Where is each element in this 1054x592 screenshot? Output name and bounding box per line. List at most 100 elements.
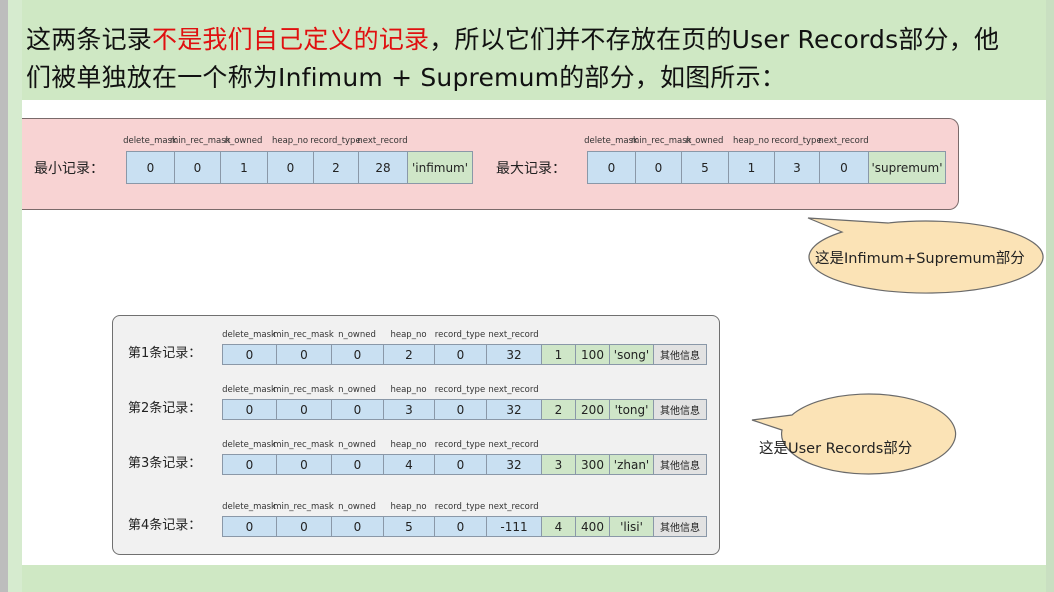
- record-3-cell-record_type: 0: [434, 454, 487, 475]
- record-2-cell-min_rec_mask: 0: [276, 399, 332, 420]
- infimum-header-min_rec_mask: min_rec_mask: [170, 136, 231, 146]
- left-margin: [8, 0, 22, 592]
- record-1-header-record_type: record_type: [434, 330, 486, 340]
- supremum-name-cell: 'supremum': [868, 151, 946, 184]
- record-4-label: 第4条记录：: [128, 518, 202, 533]
- record-3-header-record_type: record_type: [434, 440, 486, 450]
- record-2-cell-record_type: 0: [434, 399, 487, 420]
- record-1-data-0: 1: [541, 344, 576, 365]
- record-3-header-n_owned: n_owned: [338, 440, 376, 450]
- record-1-cell-delete_mask: 0: [222, 344, 277, 365]
- infimum-cell-next_record: 28: [358, 151, 408, 184]
- record-2-header-next_record: next_record: [488, 385, 539, 395]
- supremum-cell-min_rec_mask: 0: [635, 151, 682, 184]
- infimum-header-n_owned: n_owned: [224, 136, 263, 146]
- record-2-cell-n_owned: 0: [331, 399, 384, 420]
- line1-highlight: 不是我们自己定义的记录: [152, 25, 430, 54]
- supremum-header-min_rec_mask: min_rec_mask: [631, 136, 692, 146]
- record-4-header-n_owned: n_owned: [338, 502, 376, 512]
- supremum-cell-heap_no: 1: [728, 151, 775, 184]
- record-2-header-record_type: record_type: [434, 385, 486, 395]
- record-3-other-info: 其他信息: [653, 454, 707, 475]
- record-2-other-info: 其他信息: [653, 399, 707, 420]
- line1-part1: 这两条记录: [26, 25, 153, 54]
- supremum-header-record_type: record_type: [771, 136, 822, 146]
- record-2-data-0: 2: [541, 399, 576, 420]
- line1-part2: ，所以它们并不存放在页的User Records部分，他: [429, 25, 1000, 54]
- supremum-header-n_owned: n_owned: [685, 136, 724, 146]
- record-4-cell-min_rec_mask: 0: [276, 516, 332, 537]
- infimum-cell-record_type: 2: [313, 151, 359, 184]
- record-2-data-2: 'tong': [609, 399, 654, 420]
- infimum-header-record_type: record_type: [310, 136, 361, 146]
- infimum-cell-n_owned: 1: [220, 151, 268, 184]
- record-2-header-n_owned: n_owned: [338, 385, 376, 395]
- record-4-data-2: 'lisi': [609, 516, 654, 537]
- supremum-cell-record_type: 3: [774, 151, 820, 184]
- record-3-data-0: 3: [541, 454, 576, 475]
- record-4-cell-heap_no: 5: [383, 516, 435, 537]
- record-2-cell-heap_no: 3: [383, 399, 435, 420]
- record-4-header-next_record: next_record: [488, 502, 539, 512]
- record-4-other-info: 其他信息: [653, 516, 707, 537]
- record-2-label: 第2条记录：: [128, 401, 202, 416]
- record-1-cell-heap_no: 2: [383, 344, 435, 365]
- record-3-cell-next_record: 32: [486, 454, 542, 475]
- supremum-label: 最大记录：: [496, 161, 566, 177]
- supremum-header-heap_no: heap_no: [732, 136, 770, 146]
- supremum-cell-next_record: 0: [819, 151, 869, 184]
- supremum-cell-delete_mask: 0: [587, 151, 636, 184]
- record-3-header-next_record: next_record: [488, 440, 539, 450]
- record-3-header-delete_mask: delete_mask: [222, 440, 276, 450]
- record-3-data-2: 'zhan': [609, 454, 654, 475]
- infimum-header-next_record: next_record: [357, 136, 408, 146]
- record-1-header-min_rec_mask: min_rec_mask: [273, 330, 334, 340]
- callout-bubbles: [751, 217, 1044, 475]
- callout-user-records: [751, 393, 957, 475]
- record-1-header-heap_no: heap_no: [390, 330, 427, 340]
- record-1-header-delete_mask: delete_mask: [222, 330, 276, 340]
- record-4-header-heap_no: heap_no: [390, 502, 427, 512]
- record-2-header-delete_mask: delete_mask: [222, 385, 276, 395]
- record-4-data-0: 4: [541, 516, 576, 537]
- record-1-other-info: 其他信息: [653, 344, 707, 365]
- record-3-data-1: 300: [575, 454, 610, 475]
- callout-infimum-supremum-text: 这是Infimum+Supremum部分: [815, 251, 1025, 267]
- supremum-header-delete_mask: delete_mask: [584, 136, 638, 146]
- record-4-header-record_type: record_type: [434, 502, 486, 512]
- record-2-cell-next_record: 32: [486, 399, 542, 420]
- record-1-header-n_owned: n_owned: [338, 330, 376, 340]
- right-margin: [1046, 0, 1054, 592]
- record-1-cell-next_record: 32: [486, 344, 542, 365]
- supremum-header-next_record: next_record: [818, 136, 869, 146]
- record-1-cell-min_rec_mask: 0: [276, 344, 332, 365]
- record-2-header-min_rec_mask: min_rec_mask: [273, 385, 334, 395]
- paragraph-line-2: 们被单独放在一个称为Infimum + Supremum的部分，如图所示：: [26, 63, 787, 92]
- record-4-header-delete_mask: delete_mask: [222, 502, 276, 512]
- record-2-cell-delete_mask: 0: [222, 399, 277, 420]
- record-4-header-min_rec_mask: min_rec_mask: [273, 502, 334, 512]
- record-2-data-1: 200: [575, 399, 610, 420]
- record-1-data-1: 100: [575, 344, 610, 365]
- record-3-header-min_rec_mask: min_rec_mask: [273, 440, 334, 450]
- infimum-cell-heap_no: 0: [267, 151, 314, 184]
- left-scrollbar-edge: [0, 0, 8, 592]
- record-3-cell-heap_no: 4: [383, 454, 435, 475]
- record-3-label: 第3条记录：: [128, 456, 202, 471]
- record-3-header-heap_no: heap_no: [390, 440, 427, 450]
- infimum-label: 最小记录：: [34, 161, 104, 177]
- record-1-data-2: 'song': [609, 344, 654, 365]
- record-1-cell-n_owned: 0: [331, 344, 384, 365]
- infimum-header-heap_no: heap_no: [271, 136, 309, 146]
- record-1-header-next_record: next_record: [488, 330, 539, 340]
- record-3-cell-delete_mask: 0: [222, 454, 277, 475]
- paragraph-line-1: 这两条记录不是我们自己定义的记录，所以它们并不存放在页的User Records…: [26, 20, 999, 56]
- record-4-cell-delete_mask: 0: [222, 516, 277, 537]
- record-4-data-1: 400: [575, 516, 610, 537]
- infimum-cell-delete_mask: 0: [126, 151, 175, 184]
- record-4-cell-n_owned: 0: [331, 516, 384, 537]
- infimum-name-cell: 'infimum': [407, 151, 473, 184]
- record-4-cell-next_record: -111: [486, 516, 542, 537]
